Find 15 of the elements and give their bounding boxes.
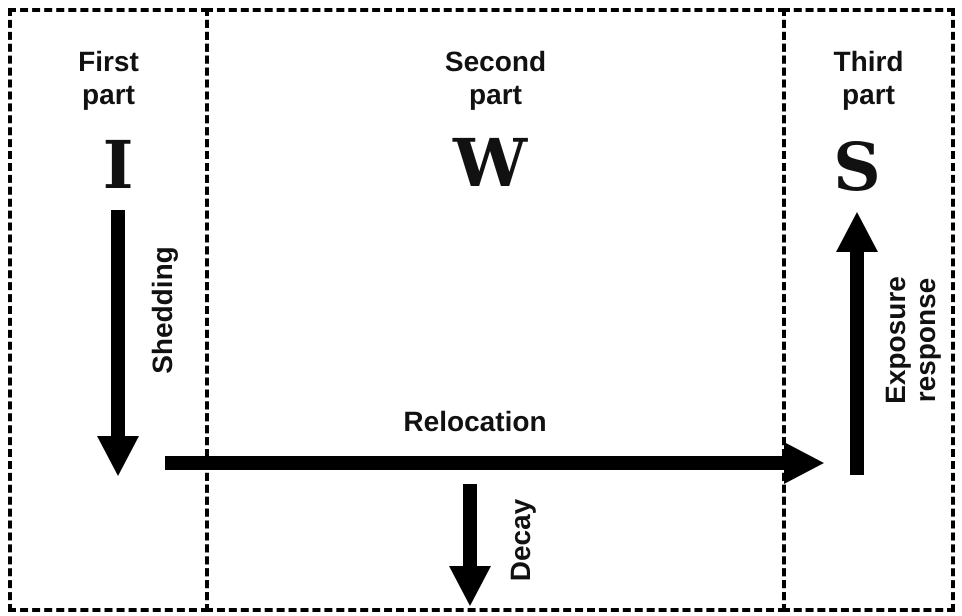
letter-symbol: S [817,124,897,210]
edge-label: Exposure response [881,275,941,406]
arrow [449,484,491,606]
edge-label: Shedding [148,246,178,374]
arrow [836,212,878,475]
letter-symbol: I [83,122,153,208]
arrow [165,442,824,484]
section-heading: First part [77,45,140,111]
letter-symbol: W [440,120,540,206]
edge-label: Decay [506,498,536,582]
arrow [97,210,139,476]
edge-label: Relocation [403,407,547,437]
dashed-region [782,8,955,612]
section-heading: Third part [832,45,904,111]
section-heading: Second part [444,45,548,111]
